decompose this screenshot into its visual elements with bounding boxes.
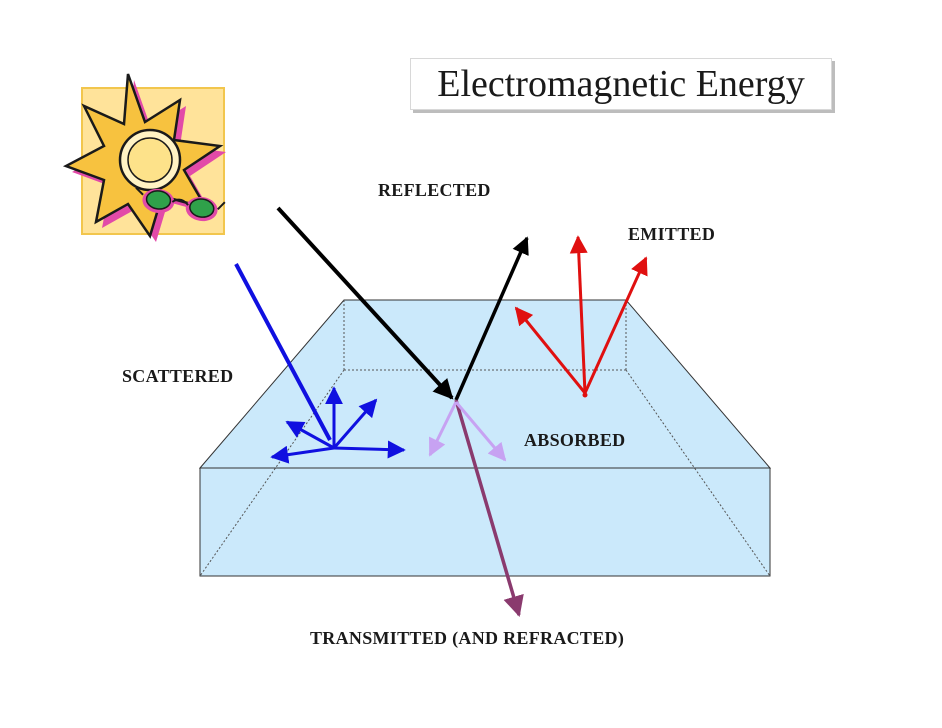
absorbed-ray-arrow <box>428 401 458 457</box>
reflected-ray-arrow <box>454 236 529 401</box>
scattered-incident-arrow <box>234 263 332 441</box>
scattered-ray-arrow <box>270 445 335 464</box>
absorbed-ray-arrow <box>454 401 507 462</box>
label-reflected: REFLECTED <box>378 180 491 200</box>
label-scattered: SCATTERED <box>122 366 234 386</box>
scattered-ray-arrow <box>332 398 378 449</box>
label-absorbed: ABSORBED <box>524 430 626 450</box>
transmitted-ray-arrow <box>454 399 524 618</box>
block-top-face <box>198 299 772 469</box>
label-emitted: EMITTED <box>628 224 716 244</box>
emission-source-dot <box>582 392 588 398</box>
label-transmitted: TRANSMITTED (AND REFRACTED) <box>310 628 625 648</box>
incident-ray-arrow <box>276 206 454 400</box>
block-inner-edge <box>625 369 771 577</box>
medium-block <box>198 299 772 577</box>
emitted-ray-arrow <box>569 235 588 394</box>
title-box: Electromagnetic Energy <box>410 58 832 110</box>
emitted-ray-arrow <box>583 256 648 394</box>
scattered-ray-arrow <box>285 420 335 450</box>
block-front-face <box>199 467 771 577</box>
block-inner-edge <box>199 369 345 577</box>
scattered-ray-arrow <box>333 440 406 459</box>
emitted-ray-arrow <box>514 306 587 394</box>
sun-with-sunglasses-icon <box>62 73 226 242</box>
diagram-title: Electromagnetic Energy <box>437 63 805 105</box>
